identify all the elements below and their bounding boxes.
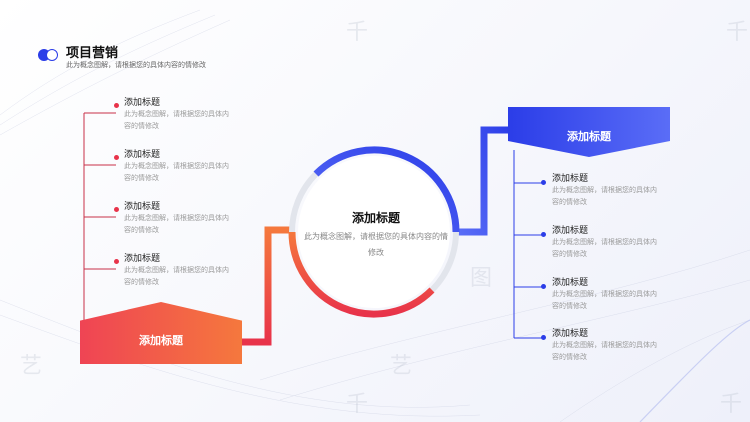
right-item: 添加标题 此为概念图解，请根据您的具体内容的情修改 (552, 172, 662, 209)
item-title: 添加标题 (124, 97, 161, 107)
item-description: 此为概念图解，请根据您的具体内容的情修改 (124, 163, 229, 182)
item-title: 添加标题 (124, 149, 161, 159)
item-description: 此为概念图解，请根据您的具体内容的情修改 (124, 267, 229, 286)
item-description: 此为概念图解，请根据您的具体内容的情修改 (552, 291, 657, 310)
left-item: 添加标题 此为概念图解，请根据您的具体内容的情修改 (124, 148, 234, 185)
item-title: 添加标题 (552, 328, 589, 338)
watermark-glyph: 千 (726, 19, 749, 44)
left-box-label: 添加标题 (139, 335, 183, 347)
item-title: 添加标题 (124, 201, 161, 211)
right-connector (458, 126, 512, 236)
right-item-dot (541, 335, 546, 340)
center-description: 此为概念图解，请根据您的具体内容的情修改 (304, 232, 448, 257)
left-item-dot (114, 207, 119, 212)
watermark-glyph: 艺 (390, 353, 413, 378)
logo-dots-icon (38, 49, 60, 61)
left-item-dot (114, 103, 119, 108)
watermark-glyph: 千 (346, 391, 369, 416)
item-description: 此为概念图解，请根据您的具体内容的情修改 (124, 215, 229, 234)
page-subtitle: 此为概念图解，请根据您的具体内容的情修改 (66, 62, 206, 69)
item-title: 添加标题 (124, 253, 161, 263)
item-description: 此为概念图解，请根据您的具体内容的情修改 (552, 239, 657, 258)
item-title: 添加标题 (552, 225, 589, 235)
center-ring-red-arc (288, 231, 435, 318)
right-item: 添加标题 此为概念图解，请根据您的具体内容的情修改 (552, 276, 662, 313)
item-description: 此为概念图解，请根据您的具体内容的情修改 (552, 342, 657, 361)
left-item: 添加标题 此为概念图解，请根据您的具体内容的情修改 (124, 200, 234, 237)
right-item-dot (541, 180, 546, 185)
left-connector (242, 226, 292, 346)
center-ring-blue-arc (313, 146, 460, 233)
item-description: 此为概念图解，请根据您的具体内容的情修改 (552, 187, 657, 206)
right-item-dot (541, 232, 546, 237)
right-item: 添加标题 此为概念图解，请根据您的具体内容的情修改 (552, 224, 662, 261)
center-circle (298, 156, 450, 308)
page-title: 项目营销 (66, 45, 119, 60)
watermark-glyph: 千 (346, 19, 369, 44)
right-item: 添加标题 此为概念图解，请根据您的具体内容的情修改 (552, 327, 662, 364)
item-description: 此为概念图解，请根据您的具体内容的情修改 (124, 111, 229, 130)
left-item-dot (114, 155, 119, 160)
watermark-glyph: 艺 (20, 353, 43, 378)
left-item: 添加标题 此为概念图解，请根据您的具体内容的情修改 (124, 252, 234, 289)
right-box-label: 添加标题 (567, 131, 611, 143)
watermark-glyph: 图 (470, 265, 493, 290)
item-title: 添加标题 (552, 277, 589, 287)
item-title: 添加标题 (552, 173, 589, 183)
left-item: 添加标题 此为概念图解，请根据您的具体内容的情修改 (124, 96, 234, 133)
left-item-dot (114, 259, 119, 264)
center-title: 添加标题 (351, 211, 400, 225)
right-item-dot (541, 284, 546, 289)
watermark-glyph: 千 (720, 391, 743, 416)
